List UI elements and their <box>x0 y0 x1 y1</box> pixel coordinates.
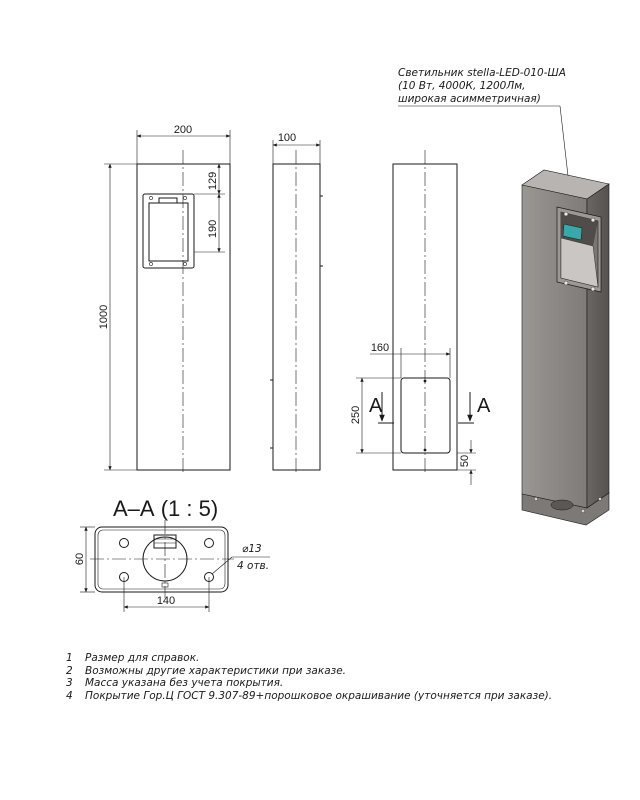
dim-section-depth: 60 <box>74 553 86 565</box>
notes-list: 1 Размер для справок. 2 Возможны другие … <box>66 652 626 702</box>
front-body-outline <box>136 163 231 471</box>
note-number: 4 <box>66 689 73 702</box>
section-notch <box>161 582 169 588</box>
front-view: 200 1000 129 190 <box>98 124 231 475</box>
note-item: 4 Покрытие Гор.Ц ГОСТ 9.307-89+порошково… <box>66 690 626 703</box>
callout-line-3: широкая асимметричная) <box>398 93 541 105</box>
dim-hole-diameter: ⌀13 <box>242 543 262 555</box>
lamp-mount-block <box>153 534 177 549</box>
screw-icon <box>423 379 427 383</box>
screw-icon <box>183 262 187 266</box>
anchor-hole-icon <box>581 509 586 514</box>
lamp-callout: Светильник stella-LED-010-ША (10 Вт, 400… <box>398 67 576 231</box>
note-item: 1 Размер для справок. <box>66 652 626 665</box>
service-hatch <box>400 377 451 454</box>
section-view: А–А (1 : 5) 60 140 ⌀13 4 отв. <box>74 496 270 612</box>
screw-icon <box>590 286 596 292</box>
screw-icon <box>590 217 596 223</box>
lamp-emitter <box>158 197 178 204</box>
dim-top-offset: 129 <box>207 172 219 190</box>
anchor-hole-icon <box>119 538 129 548</box>
anchor-hole-icon <box>534 497 539 502</box>
iso-base-hole <box>550 499 574 511</box>
screw-icon <box>563 211 569 217</box>
lamp-window-inner <box>148 202 189 262</box>
callout-line-2: (10 Вт, 4000К, 1200Лм, <box>398 80 526 92</box>
note-number: 3 <box>66 677 73 690</box>
anchor-hole-icon <box>204 538 214 548</box>
dim-hatch-width: 160 <box>371 342 389 354</box>
dim-leader-hole <box>211 556 233 575</box>
dim-window-height: 190 <box>207 220 219 238</box>
section-mark-left: A <box>369 395 383 417</box>
note-item: 3 Масса указана без учета покрытия. <box>66 677 626 690</box>
section-inner <box>97 529 226 590</box>
anchor-hole-icon <box>598 497 602 501</box>
callout-line-1: Светильник stella-LED-010-ША <box>398 67 566 79</box>
side-view: 100 <box>270 132 323 475</box>
note-number: 2 <box>66 664 73 677</box>
dim-front-height: 1000 <box>98 305 110 329</box>
note-text: Покрытие Гор.Ц ГОСТ 9.307-89+порошковое … <box>85 689 553 702</box>
screw-icon <box>423 448 427 452</box>
screw-icon <box>183 196 187 200</box>
iso-lamp-reflector <box>560 237 599 288</box>
note-text: Возможны другие характеристики при заказ… <box>85 664 347 677</box>
section-outer <box>94 526 229 593</box>
iso-view <box>521 169 610 526</box>
note-number: 1 <box>66 652 73 664</box>
dim-hole-count: 4 отв. <box>237 560 269 572</box>
dim-side-depth: 100 <box>278 132 296 144</box>
side-body-outline <box>272 163 321 471</box>
note-text: Масса указана без учета покрытия. <box>85 677 284 690</box>
dim-holes-spacing: 140 <box>157 595 175 607</box>
dim-bottom-offset: 50 <box>459 455 471 467</box>
cable-opening <box>142 536 188 582</box>
dim-front-width: 200 <box>174 124 192 136</box>
section-mark-right: A <box>477 395 491 417</box>
lamp-window-outer <box>142 193 195 269</box>
back-view: 160 250 50 A A <box>350 150 491 485</box>
note-item: 2 Возможны другие характеристики при зак… <box>66 665 626 678</box>
section-title: А–А (1 : 5) <box>113 496 218 521</box>
screw-icon <box>149 262 153 266</box>
screw-icon <box>149 196 153 200</box>
note-text: Размер для справок. <box>85 652 200 664</box>
lamp-led-icon <box>562 223 583 241</box>
screw-icon <box>563 280 569 286</box>
dim-hatch-height: 250 <box>350 406 362 424</box>
